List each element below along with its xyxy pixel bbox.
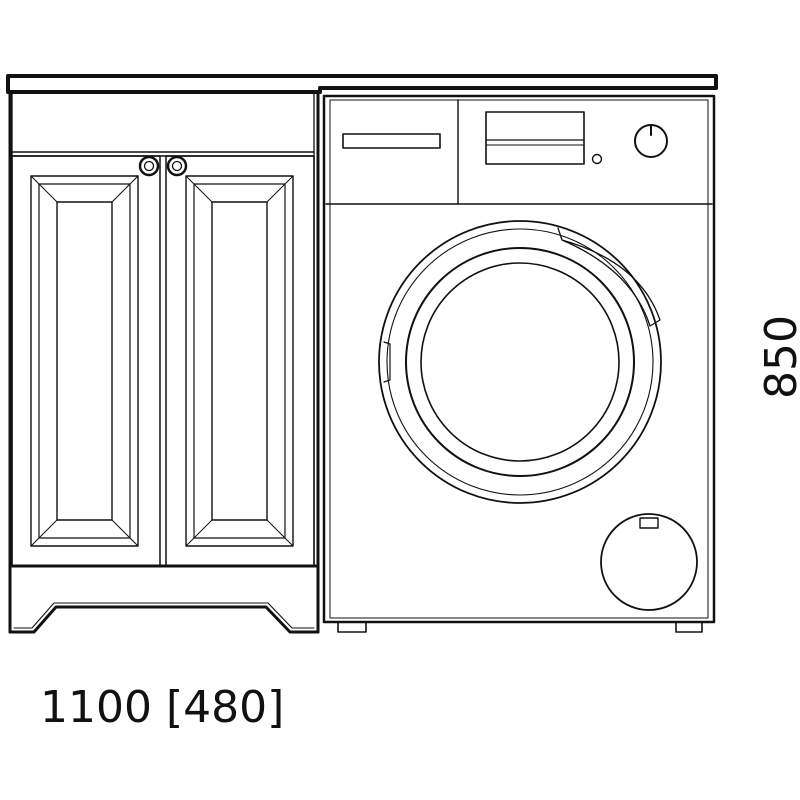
left-door-knob (138, 155, 160, 177)
detergent-drawer (342, 133, 441, 149)
cabinet-plinth (8, 564, 320, 634)
machine-feet (337, 621, 703, 633)
height-dimension-label: 850 (756, 315, 800, 399)
display-panel (485, 111, 585, 165)
left-door (11, 155, 161, 567)
width-dimension-label: 1100 [480] (40, 682, 284, 733)
filter-hatch (600, 513, 698, 611)
program-dial (634, 124, 668, 158)
right-door (165, 155, 315, 567)
vanity-cabinet (8, 90, 320, 634)
right-door-knob (166, 155, 188, 177)
washing-machine (322, 94, 716, 633)
door-porthole (378, 220, 662, 504)
countertop (6, 74, 718, 94)
indicator-light (591, 153, 603, 165)
